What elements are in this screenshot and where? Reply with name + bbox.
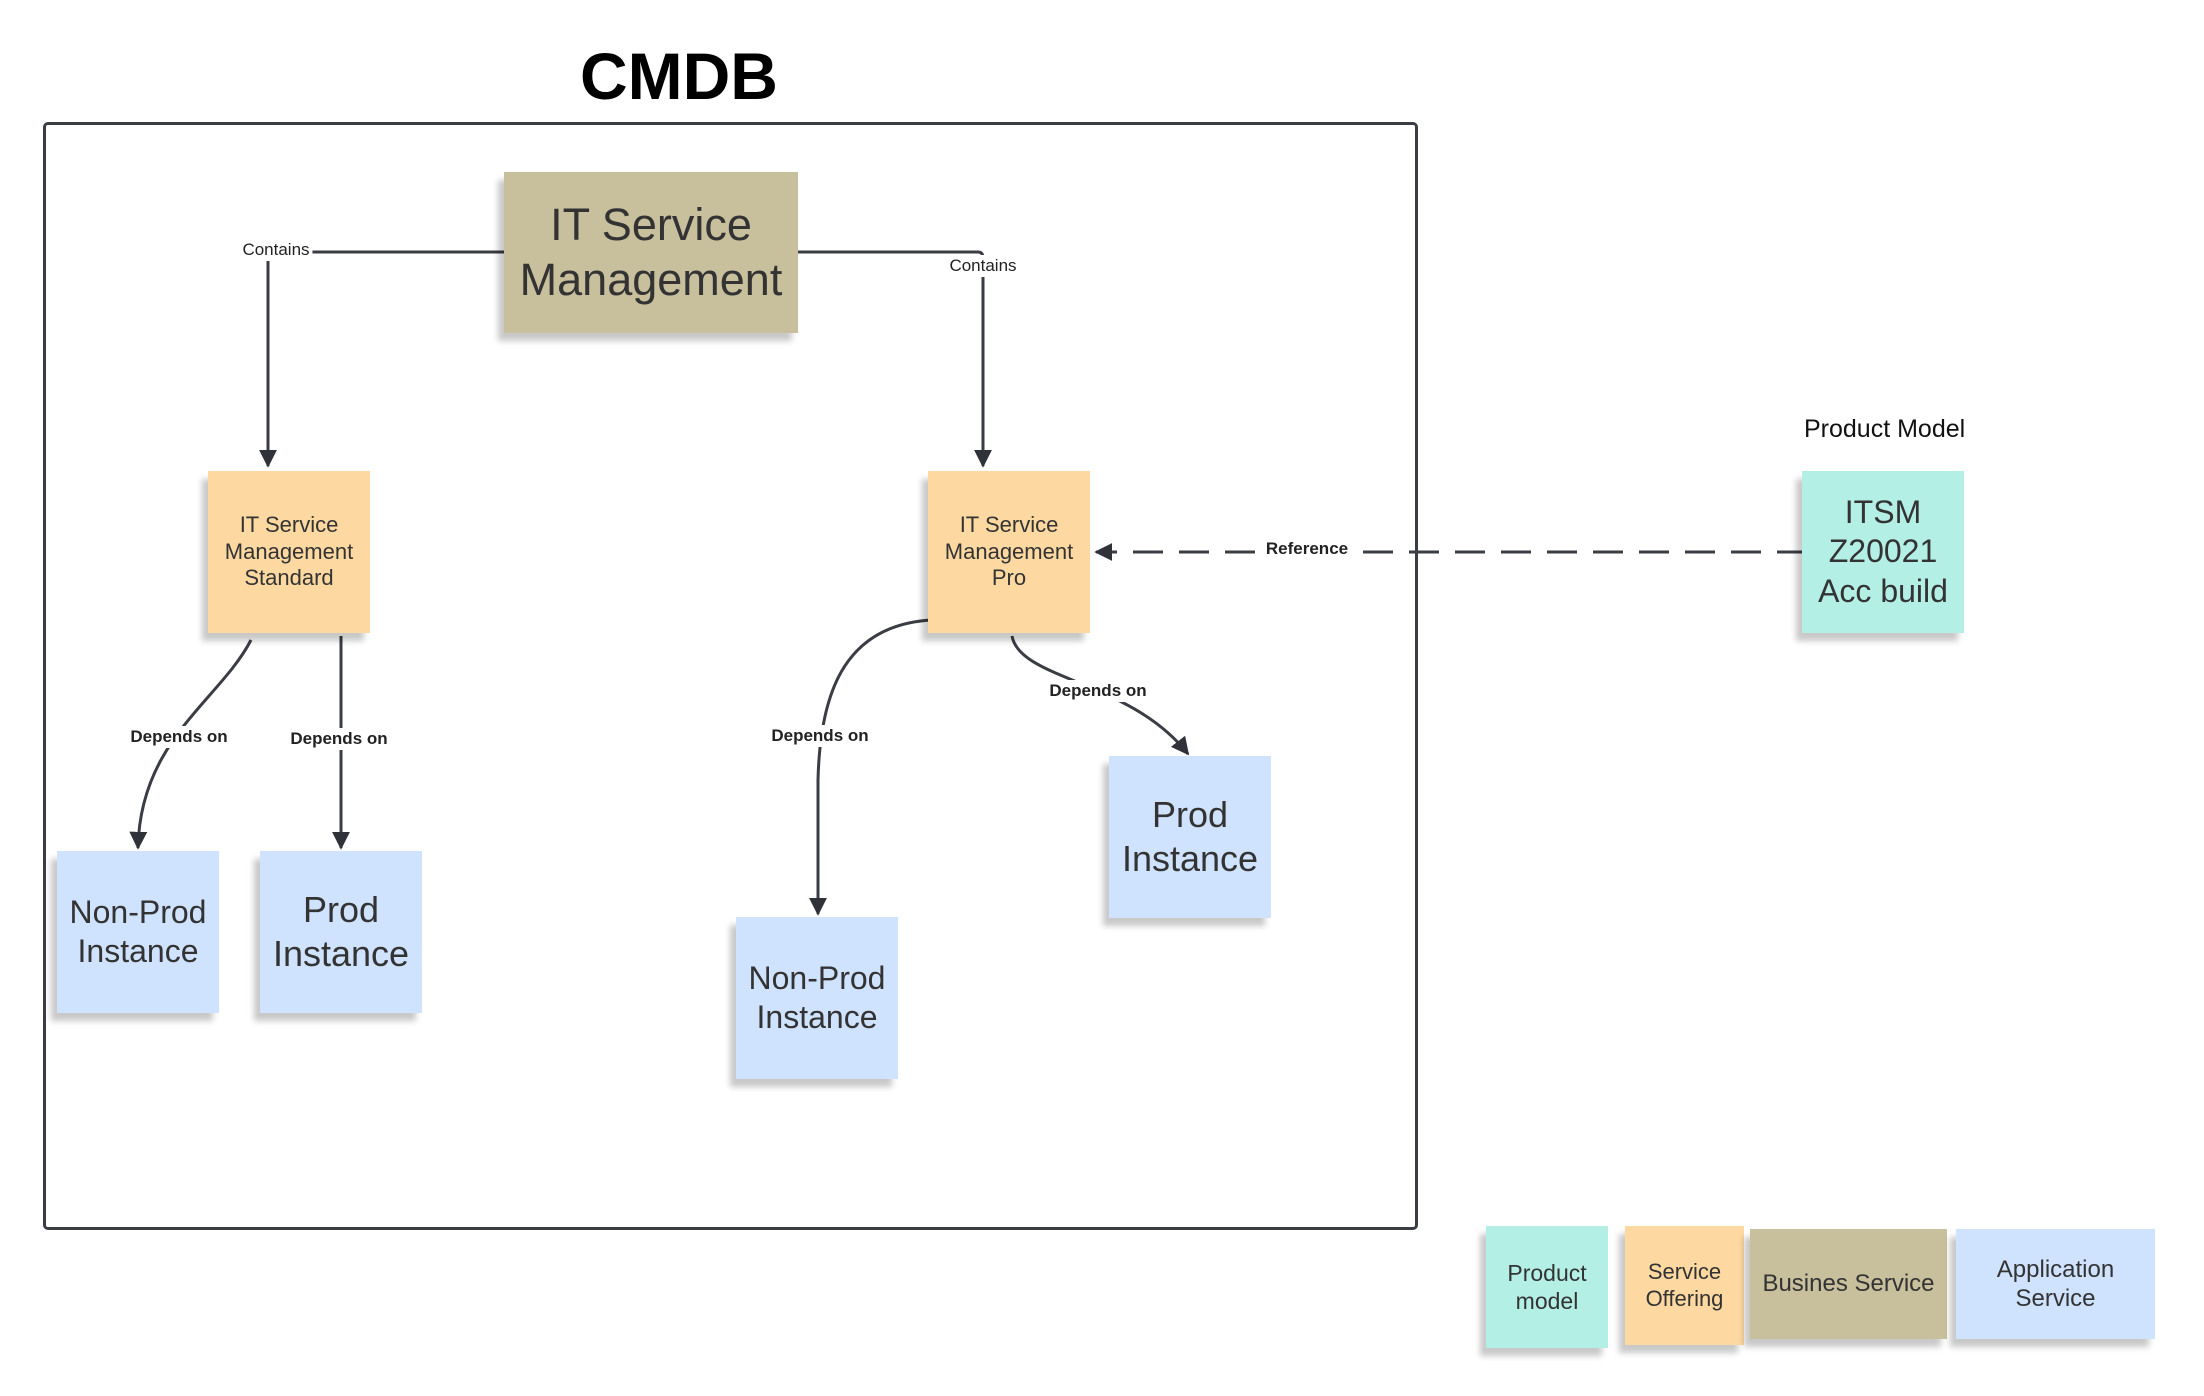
legend-service-offering-label: Service Offering bbox=[1645, 1258, 1724, 1311]
edge-label-depends-1: Depends on bbox=[127, 726, 231, 748]
product-model-node[interactable]: ITSM Z20021 Acc build bbox=[1802, 471, 1964, 633]
business-service-label: IT Service Management bbox=[519, 198, 783, 305]
depends-3-connector bbox=[809, 618, 933, 916]
legend-application-service: Application Service bbox=[1956, 1229, 2155, 1339]
edge-label-contains-right: Contains bbox=[946, 255, 1020, 277]
legend-application-service-label: Application Service bbox=[1996, 1255, 2115, 1312]
edge-label-depends-4: Depends on bbox=[1046, 680, 1150, 702]
instance-label-1: Non-Prod Instance bbox=[69, 893, 207, 969]
edge-label-depends-2: Depends on bbox=[287, 728, 391, 750]
legend-service-offering: Service Offering bbox=[1625, 1226, 1744, 1345]
instance-label-2: Prod Instance bbox=[272, 889, 410, 974]
business-service-node[interactable]: IT Service Management bbox=[504, 172, 798, 333]
instance-node-2[interactable]: Prod Instance bbox=[260, 851, 422, 1013]
product-model-caption: Product Model bbox=[1804, 415, 1966, 443]
service-offering-standard-label: IT Service Management Standard bbox=[224, 511, 354, 591]
legend-business-service: Busines Service bbox=[1750, 1229, 1947, 1339]
instance-label-4: Prod Instance bbox=[1121, 794, 1259, 879]
instance-node-4[interactable]: Prod Instance bbox=[1109, 756, 1271, 918]
edge-label-reference: Reference bbox=[1262, 538, 1352, 560]
instance-label-3: Non-Prod Instance bbox=[748, 959, 886, 1035]
product-model-label: ITSM Z20021 Acc build bbox=[1818, 494, 1948, 609]
edge-label-contains-left: Contains bbox=[239, 239, 313, 261]
service-offering-pro-label: IT Service Management Pro bbox=[944, 511, 1074, 591]
instance-node-3[interactable]: Non-Prod Instance bbox=[736, 917, 898, 1079]
edge-label-depends-3: Depends on bbox=[768, 725, 872, 747]
instance-node-1[interactable]: Non-Prod Instance bbox=[57, 851, 219, 1013]
diagram-title: CMDB bbox=[580, 39, 778, 113]
legend-product-model: Product model bbox=[1486, 1226, 1608, 1348]
legend-business-service-label: Busines Service bbox=[1762, 1270, 1935, 1298]
cmdb-frame bbox=[43, 122, 1418, 1230]
service-offering-pro-node[interactable]: IT Service Management Pro bbox=[928, 471, 1090, 633]
service-offering-standard-node[interactable]: IT Service Management Standard bbox=[208, 471, 370, 633]
legend-product-model-label: Product model bbox=[1507, 1259, 1587, 1314]
